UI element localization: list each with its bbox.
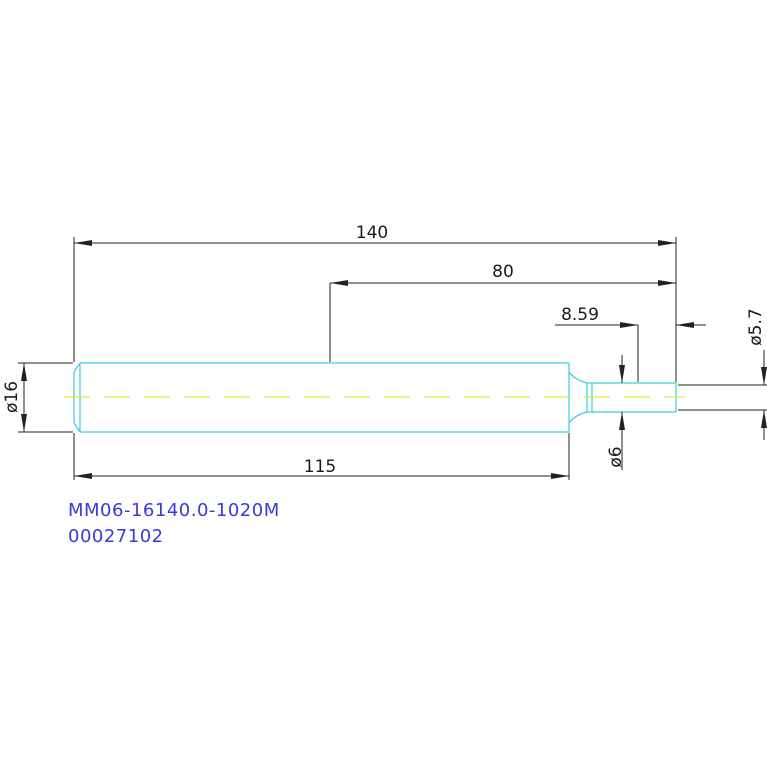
- dimension-label-16: ø16: [2, 381, 22, 413]
- arrow-left-icon: [676, 322, 694, 328]
- arrow-left-icon: [74, 240, 92, 246]
- dimension-140: 140: [73, 223, 677, 382]
- dimension-label-80: 80: [492, 262, 514, 282]
- arrow-down-icon: [21, 414, 27, 432]
- arrow-left-icon: [74, 473, 92, 479]
- arrow-up-icon: [619, 412, 625, 430]
- neck-radius-top: [568, 371, 588, 384]
- drawing-panel: [0, 225, 767, 545]
- part-code: 00027102: [68, 526, 164, 547]
- arrow-up-icon: [761, 410, 767, 428]
- arrow-right-icon: [658, 240, 676, 246]
- arrow-down-icon: [761, 367, 767, 385]
- arrow-up-icon: [21, 363, 27, 381]
- dimension-label-57: ø5.7: [746, 308, 766, 345]
- chamfer-bottom: [73, 422, 81, 433]
- dimension-label-115: 115: [304, 457, 336, 477]
- arrow-left-icon: [330, 280, 348, 286]
- dimension-label-859: 8.59: [561, 305, 599, 325]
- dimension-80: 80: [329, 262, 676, 362]
- dimension-diameter-16: ø16: [2, 362, 73, 433]
- neck-radius-bottom: [568, 411, 588, 424]
- dimension-label-140: 140: [356, 223, 388, 243]
- dimension-8-59: 8.59: [555, 305, 706, 382]
- chamfer-top: [73, 362, 81, 373]
- arrow-right-icon: [551, 473, 569, 479]
- arrow-right-icon: [658, 280, 676, 286]
- dimension-115: 115: [73, 433, 570, 480]
- part-number: MM06-16140.0-1020M: [68, 500, 280, 521]
- dimension-diameter-5-7: ø5.7: [678, 308, 767, 440]
- arrow-right-icon: [620, 322, 638, 328]
- arrow-down-icon: [619, 365, 625, 383]
- dimension-label-6: ø6: [606, 446, 626, 467]
- dimension-diameter-6: ø6: [606, 355, 626, 470]
